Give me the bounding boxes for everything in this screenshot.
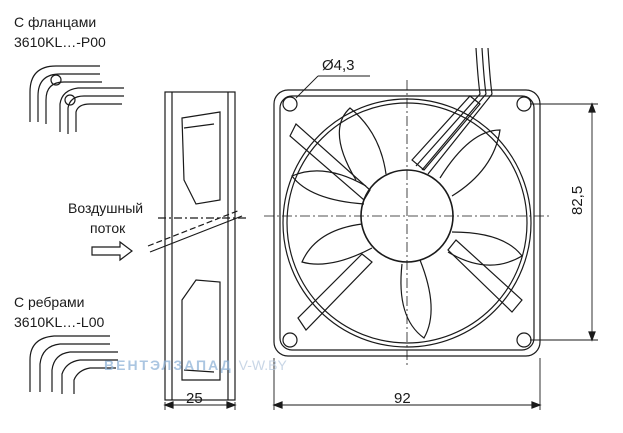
depth-dimension: 25 [186, 390, 203, 407]
ribs-title: С ребрами [14, 294, 85, 310]
flanges-model: 3610KL…-P00 [14, 34, 106, 50]
flange-detail [29, 65, 124, 134]
airflow-label-line2: поток [90, 220, 126, 236]
hole-spacing-dimension: 82,5 [569, 185, 586, 215]
front-view [264, 47, 598, 410]
rib-detail [29, 335, 118, 394]
watermark-site: V-W.BY [238, 357, 287, 373]
side-view [147, 91, 248, 410]
hole-diameter-dimension: Ø4,3 [322, 57, 355, 74]
watermark-brand: ВЕНТЭЛЗАПАД [104, 357, 233, 373]
airflow-arrow-icon [91, 240, 133, 262]
flanges-title: С фланцами [14, 14, 97, 30]
watermark: ВЕНТЭЛЗАПАД V-W.BY [104, 357, 287, 373]
width-dimension: 92 [394, 390, 411, 407]
airflow-label-line1: Воздушный [68, 200, 144, 216]
ribs-model: 3610KL…-L00 [14, 314, 105, 330]
